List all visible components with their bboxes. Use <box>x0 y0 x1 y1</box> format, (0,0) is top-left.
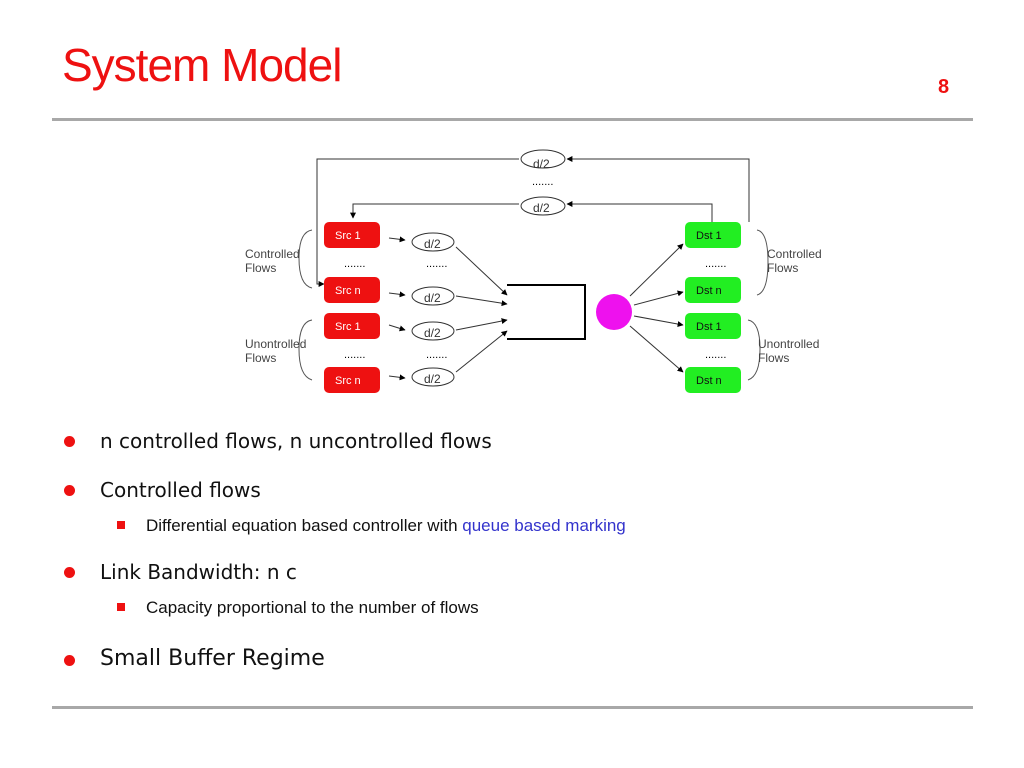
destination-dots: ....... <box>705 258 726 270</box>
source-label: Src 1 <box>335 321 361 333</box>
source-node: Src n <box>324 367 380 393</box>
delay-label: d/2 <box>424 372 441 386</box>
right-group-label: Controlled <box>767 247 822 261</box>
destination-label: Dst 1 <box>696 321 722 333</box>
feedback-dots: ....... <box>532 176 553 188</box>
bullet-dot <box>64 655 75 666</box>
bottleneck-queue <box>507 284 586 340</box>
feedback-delay-bottom: d/2 <box>520 196 566 216</box>
destination-dots: ....... <box>705 349 726 361</box>
bullet-dot <box>64 436 75 447</box>
right-group-label: Unontrolled <box>758 337 819 351</box>
delay-label: d/2 <box>424 237 441 251</box>
router-node <box>596 294 632 330</box>
feedback-loop-inner <box>350 201 713 222</box>
source-delay-arrows <box>388 236 406 381</box>
source-dots: ....... <box>344 258 365 270</box>
destination-label: Dst n <box>696 375 722 387</box>
page-number: 8 <box>938 76 950 98</box>
delay-label: d/2 <box>424 291 441 305</box>
source-label: Src 1 <box>335 230 361 242</box>
delay-dots: ....... <box>426 258 447 270</box>
delay-element: d/2 <box>411 232 455 252</box>
destination-node: Dst 1 <box>685 313 741 339</box>
destination-node: Dst 1 <box>685 222 741 248</box>
source-node: Src 1 <box>324 222 380 248</box>
bullet-item: Controlled flows <box>100 478 261 502</box>
bullet-dot <box>64 485 75 496</box>
delay-element: d/2 <box>411 286 455 306</box>
delay-element: d/2 <box>411 321 455 341</box>
bullet-item: Link Bandwidth: n c <box>100 560 297 584</box>
right-group-braces <box>747 229 769 381</box>
source-node: Src n <box>324 277 380 303</box>
source-label: Src n <box>335 375 361 387</box>
feedback-loop-outer <box>316 156 750 287</box>
sub-bullet-item: Differential equation based controller w… <box>146 517 626 534</box>
destination-node: Dst n <box>685 277 741 303</box>
slide-title: System Model <box>62 39 342 91</box>
bullet-item: n controlled flows, n uncontrolled flows <box>100 429 492 453</box>
bottom-divider <box>52 706 973 709</box>
bullet-dot <box>64 567 75 578</box>
left-group-label: Controlled <box>245 247 300 261</box>
left-group-braces <box>298 229 313 381</box>
sub-bullet-text: Differential equation based controller w… <box>146 516 463 535</box>
destination-node: Dst n <box>685 367 741 393</box>
destination-label: Dst 1 <box>696 230 722 242</box>
right-group-label: Flows <box>758 351 789 365</box>
source-label: Src n <box>335 285 361 297</box>
top-divider <box>52 118 973 121</box>
left-group-label: Flows <box>245 351 276 365</box>
left-group-label: Flows <box>245 261 276 275</box>
sub-bullet-item: Capacity proportional to the number of f… <box>146 598 479 617</box>
feedback-delay-top-label: d/2 <box>533 157 550 171</box>
destination-label: Dst n <box>696 285 722 297</box>
feedback-delay-bottom-label: d/2 <box>533 201 550 215</box>
sub-bullet-square <box>117 521 125 529</box>
queue-input-arrows <box>455 246 508 373</box>
right-group-label: Flows <box>767 261 798 275</box>
feedback-delay-top: d/2 <box>520 149 566 171</box>
router-output-arrows <box>629 243 684 373</box>
bullet-item: Small Buffer Regime <box>100 646 325 671</box>
source-dots: ....... <box>344 349 365 361</box>
delay-element: d/2 <box>411 367 455 387</box>
sub-bullet-square <box>117 603 125 611</box>
delay-label: d/2 <box>424 326 441 340</box>
left-group-label: Unontrolled <box>245 337 306 351</box>
source-node: Src 1 <box>324 313 380 339</box>
delay-dots: ....... <box>426 349 447 361</box>
queue-marking-link[interactable]: queue based marking <box>462 516 626 535</box>
